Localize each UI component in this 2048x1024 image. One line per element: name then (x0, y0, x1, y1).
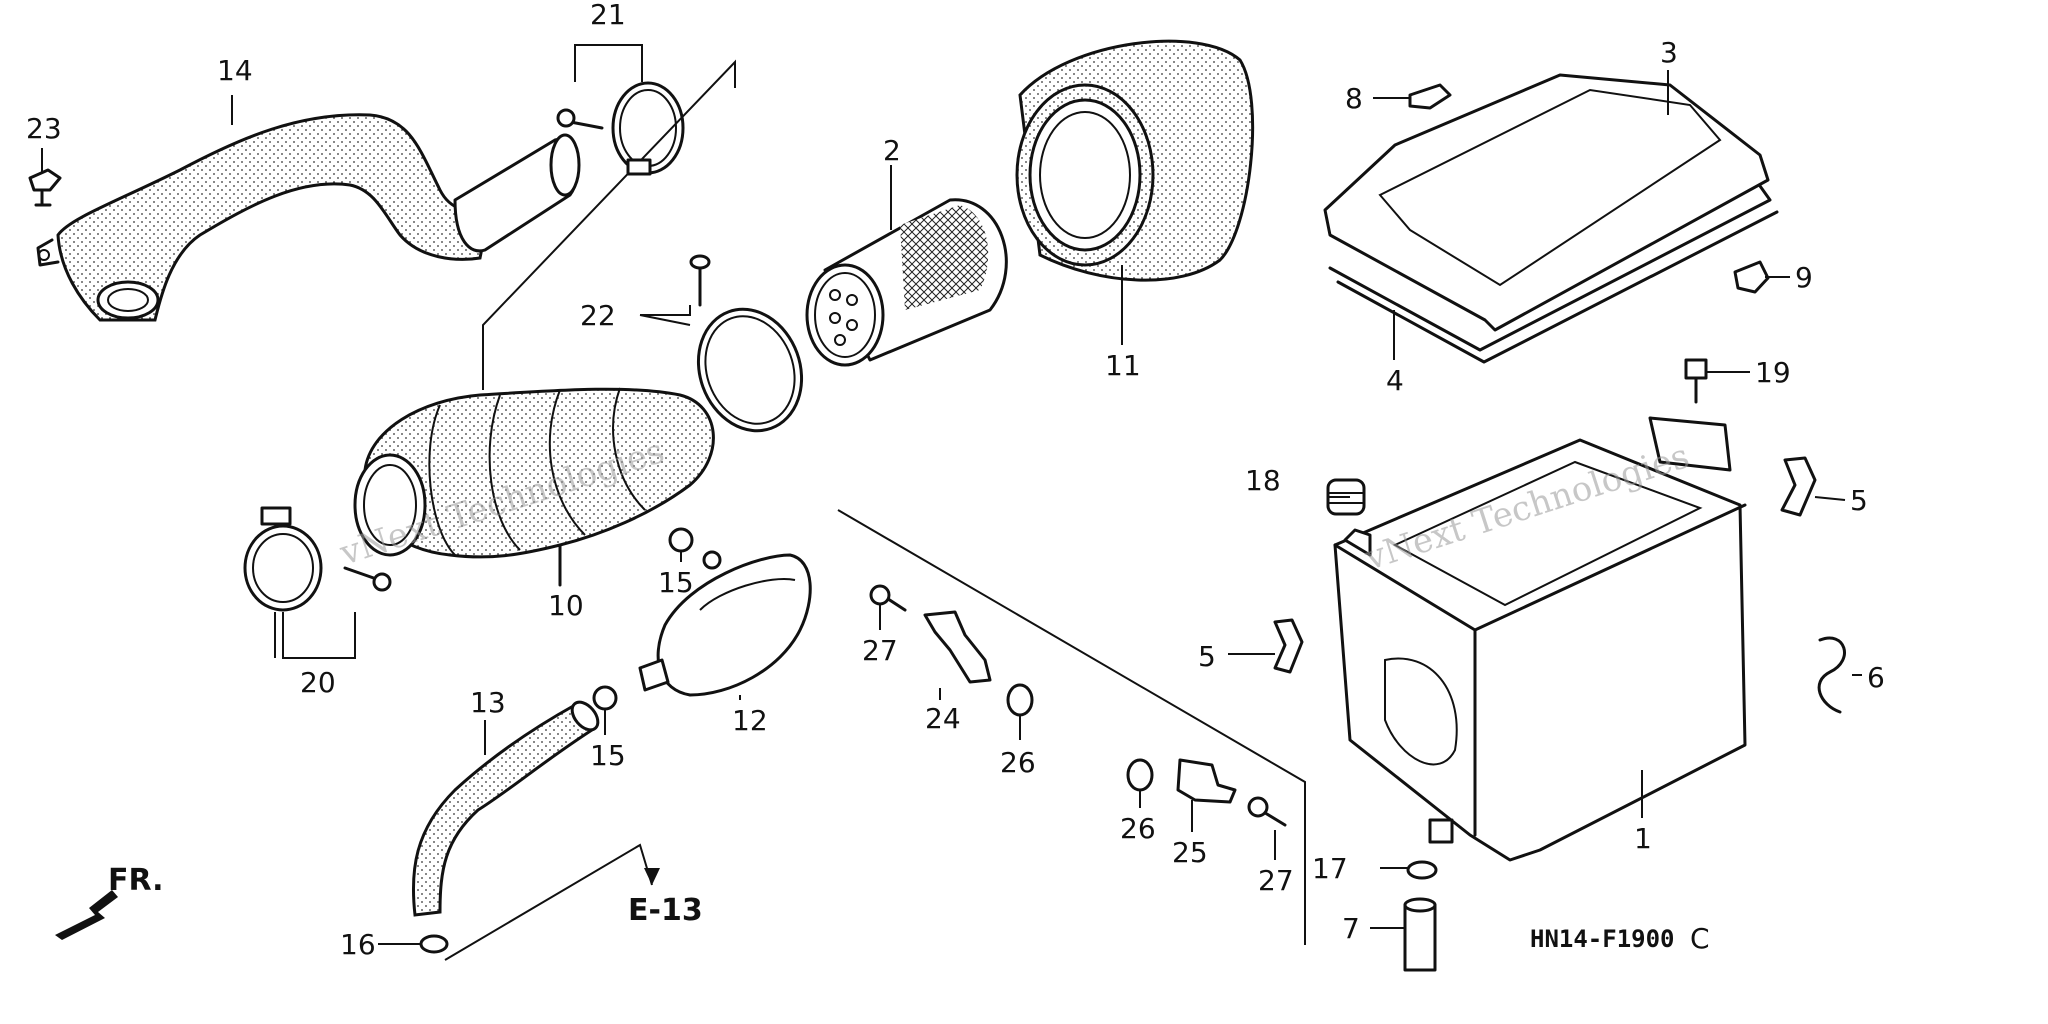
intake-boot-part (353, 387, 715, 587)
clip-8-9-part (1408, 83, 1770, 294)
front-marker-label: FR. (108, 863, 164, 898)
hose-band-lower-part (419, 934, 449, 954)
breather-chamber-part (638, 550, 812, 697)
callout-19: 19 (1755, 356, 1791, 389)
callout-9: 9 (1795, 261, 1813, 294)
callout-7: 7 (1342, 912, 1360, 945)
leader-lines (41, 44, 1862, 945)
clip-5-part (1273, 456, 1817, 674)
diagram-code: HN14-F1900 (1530, 925, 1675, 953)
callout-15-lower: 15 (590, 739, 626, 772)
section-divider-lines (444, 59, 1306, 961)
callout-11: 11 (1105, 349, 1141, 382)
callout-27-left: 27 (862, 634, 898, 667)
callout-26-right: 26 (1120, 812, 1156, 845)
callout-2: 2 (883, 134, 901, 167)
drain-tube-part (1403, 897, 1437, 972)
outer-filter-part (1015, 39, 1255, 282)
callout-13: 13 (470, 686, 506, 719)
clamp-middle-part (689, 254, 804, 433)
drain-hose-part (411, 700, 600, 917)
callout-12: 12 (732, 704, 768, 737)
callout-25: 25 (1172, 836, 1208, 869)
callout-10: 10 (548, 589, 584, 622)
callout-20: 20 (300, 666, 336, 699)
intake-elbow-part (453, 133, 581, 253)
callout-5-right: 5 (1850, 484, 1868, 517)
callout-14: 14 (217, 54, 253, 87)
clip-part (28, 168, 62, 207)
clamp-lower-part (243, 506, 392, 612)
callout-4: 4 (1386, 364, 1404, 397)
air-box-part (1333, 416, 1747, 862)
callout-6: 6 (1867, 661, 1885, 694)
spring-clip-part (1817, 636, 1846, 714)
callout-1: 1 (1634, 822, 1652, 855)
intake-duct-part (36, 113, 492, 322)
callout-17: 17 (1312, 852, 1348, 885)
diagram-code-suffix: C (1690, 922, 1710, 955)
callout-15-upper: 15 (658, 566, 694, 599)
bolt-part (1684, 358, 1708, 404)
callout-24: 24 (925, 702, 961, 735)
callout-3: 3 (1660, 36, 1678, 69)
front-direction-arrow: FR. (55, 863, 164, 940)
callout-16: 16 (340, 928, 376, 961)
callout-26-left: 26 (1000, 746, 1036, 779)
reference-page-label: E-13 (628, 893, 703, 928)
drain-band-part (1406, 860, 1438, 880)
callout-23: 23 (26, 112, 62, 145)
callout-27-right: 27 (1258, 864, 1294, 897)
callout-labels: 1 2 3 4 5 5 6 7 8 9 10 11 12 13 14 15 15… (26, 0, 1885, 961)
callout-18: 18 (1245, 464, 1281, 497)
inner-filter-part (805, 198, 1008, 367)
air-box-cover-part (1323, 73, 1779, 364)
callout-21: 21 (590, 0, 626, 31)
callout-8: 8 (1345, 82, 1363, 115)
clamp-upper-part (556, 81, 685, 176)
callout-22: 22 (580, 299, 616, 332)
callout-5-left: 5 (1198, 640, 1216, 673)
